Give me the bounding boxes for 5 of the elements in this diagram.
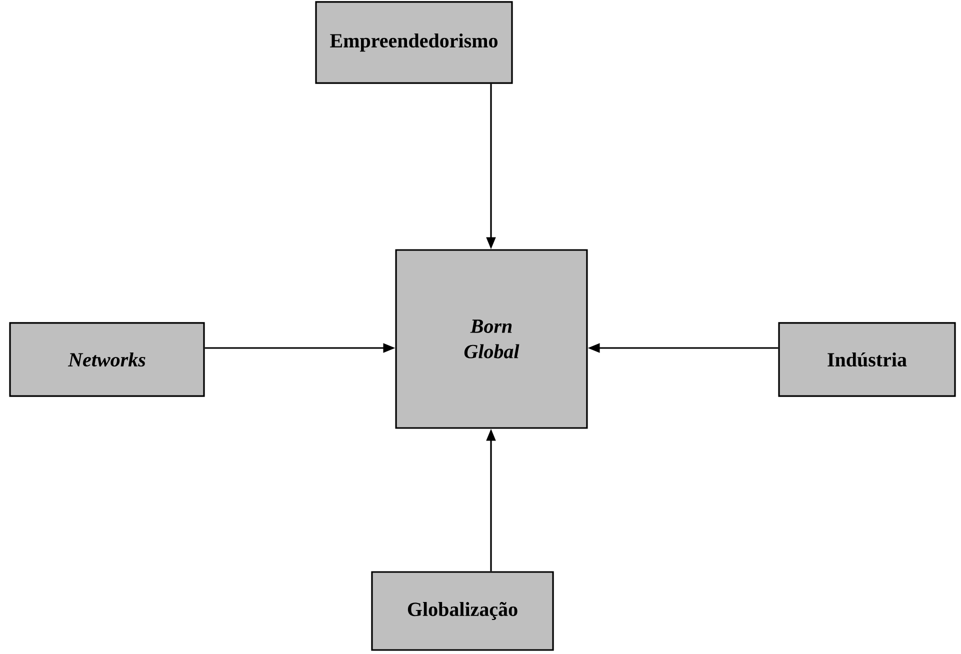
label-box: Globalização <box>371 571 554 651</box>
label-box: Born Global <box>395 249 588 429</box>
label-box: Indústria <box>778 322 956 397</box>
label-box: Empreendedorismo <box>315 1 513 84</box>
label-box: Networks <box>9 322 205 397</box>
